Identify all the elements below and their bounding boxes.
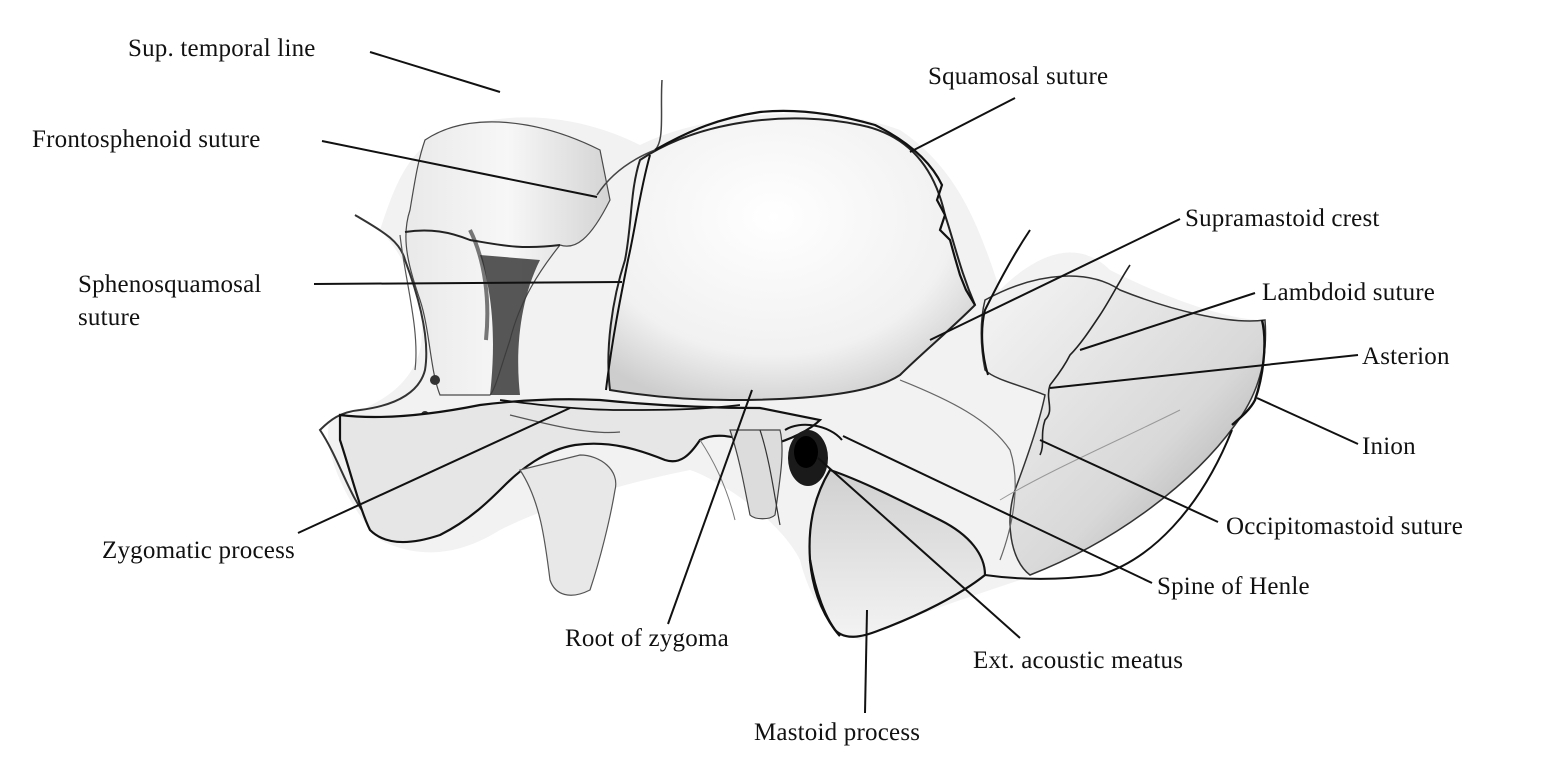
posterior-inferior-edge	[984, 409, 1233, 580]
leader-inion	[1256, 397, 1359, 445]
leader-frontosphenoid-suture	[321, 140, 598, 198]
leader-sphenosquamosal-suture	[313, 281, 623, 285]
leader-squamosal-suture	[909, 97, 1016, 153]
leader-root-of-zygoma	[667, 389, 753, 625]
leader-mastoid-process	[864, 609, 868, 714]
leader-sup-temporal-line	[369, 51, 501, 93]
leader-ext-acoustic-meatus	[817, 457, 1021, 639]
leader-zygomatic-process	[297, 407, 571, 534]
label-zygomatic-process: Zygomatic process	[102, 537, 295, 564]
label-asterion: Asterion	[1362, 343, 1450, 370]
ear-canal	[784, 423, 843, 486]
mastoid-region	[808, 379, 1016, 638]
label-frontosphenoid-suture: Frontosphenoid suture	[32, 126, 261, 153]
occipital-region	[980, 229, 1267, 576]
label-lambdoid-suture: Lambdoid suture	[1262, 279, 1436, 306]
label-supramastoid-crest: Supramastoid crest	[1185, 205, 1380, 232]
label-inion: Inion	[1362, 433, 1416, 460]
label-root-of-zygoma: Root of zygoma	[565, 625, 729, 652]
label-mastoid-process: Mastoid process	[754, 719, 921, 746]
leader-lines	[297, 51, 1359, 714]
label-sup-temporal-line: Sup. temporal line	[128, 35, 316, 62]
label-occipitomastoid-suture: Occipitomastoid suture	[1226, 513, 1463, 540]
zygomatic-arch	[338, 398, 823, 544]
leader-supramastoid-crest	[929, 218, 1181, 341]
temporal-squama	[605, 109, 977, 402]
label-spine-of-henle: Spine of Henle	[1157, 573, 1310, 600]
leader-spine-of-henle	[842, 435, 1153, 584]
label-squamosal-suture: Squamosal suture	[928, 63, 1109, 90]
leader-lambdoid-suture	[1079, 292, 1256, 351]
label-ext-acoustic-meatus: Ext. acoustic meatus	[973, 647, 1184, 674]
label-sphenosquamosal-line2: suture	[78, 304, 141, 331]
leader-asterion	[1049, 354, 1359, 389]
leader-occipitomastoid-suture	[1039, 439, 1219, 523]
infratemporal-structures	[519, 429, 783, 596]
label-sphenosquamosal-line1: Sphenosquamosal	[78, 271, 262, 298]
